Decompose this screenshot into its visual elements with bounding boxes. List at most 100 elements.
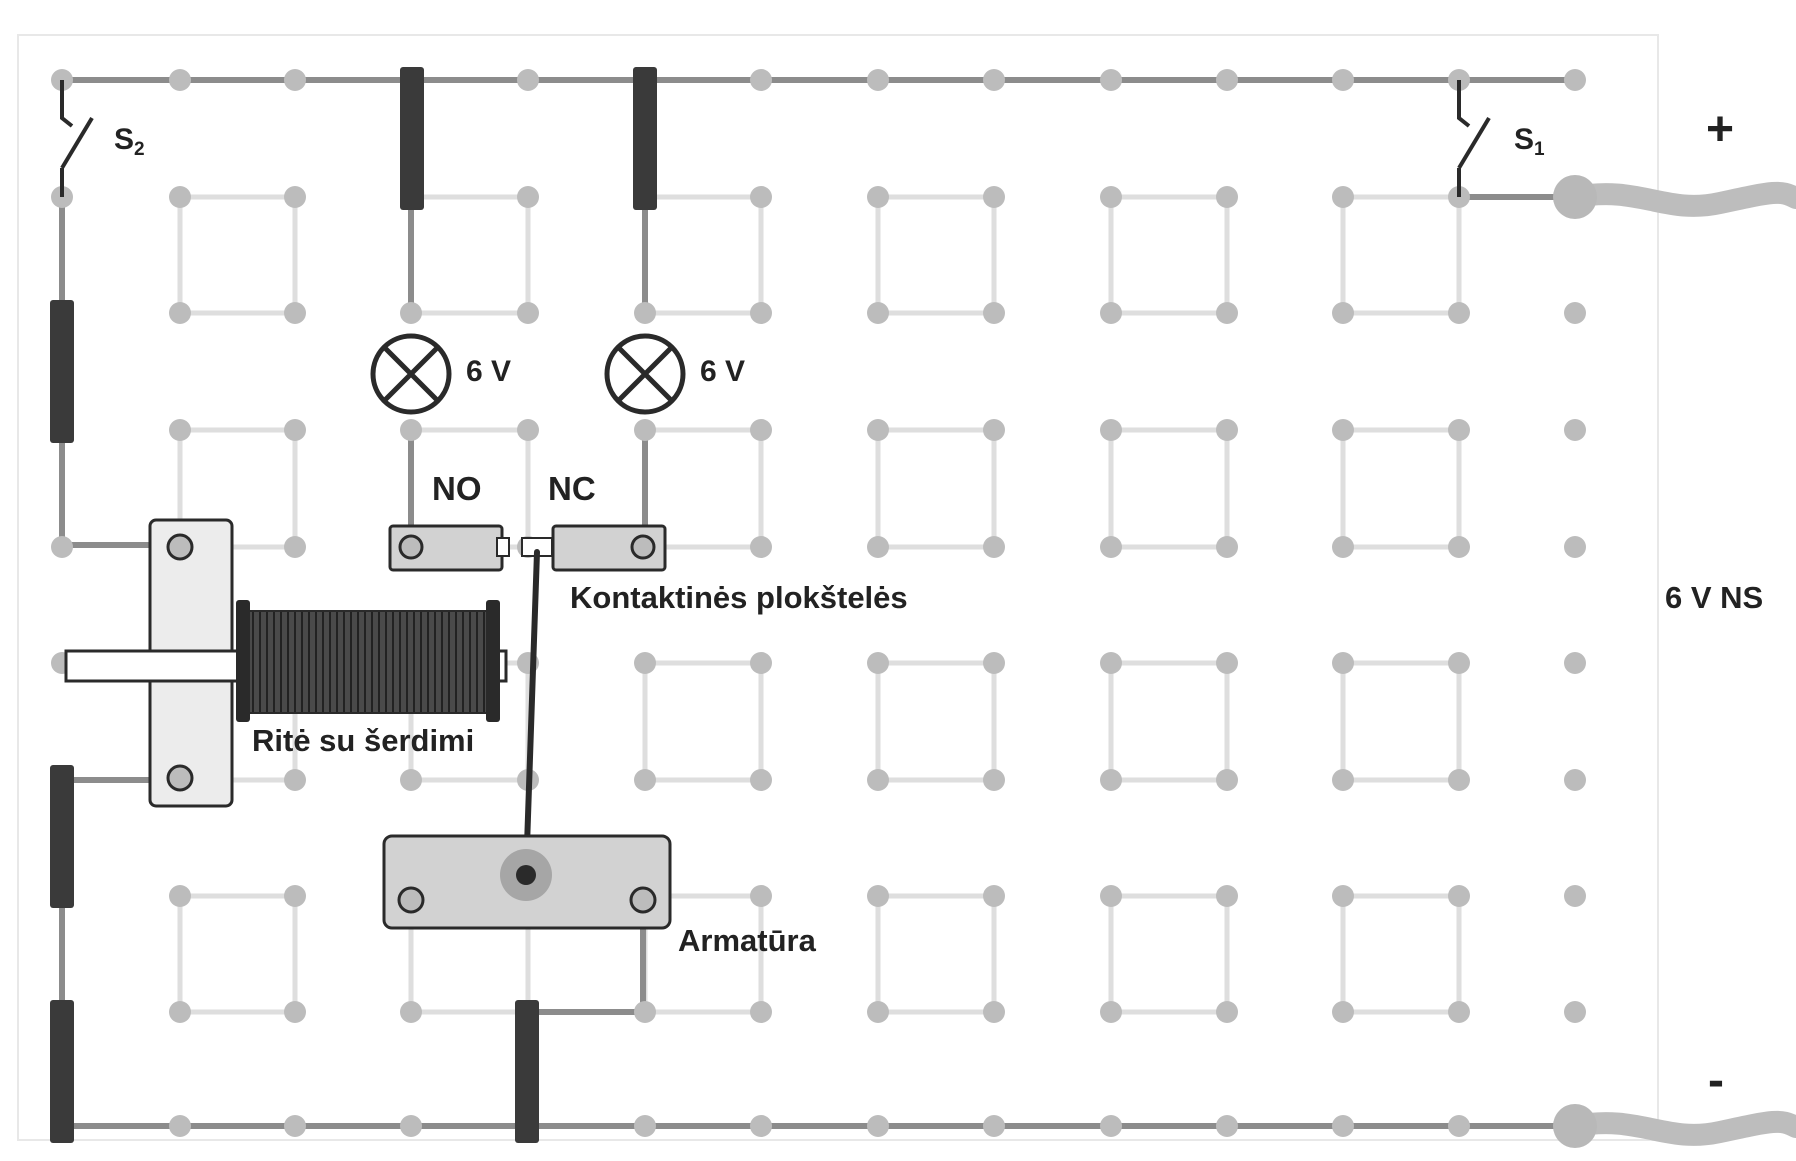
grid-socket[interactable]	[750, 69, 772, 91]
grid-socket[interactable]	[1100, 885, 1122, 907]
switch-s2[interactable]	[60, 80, 94, 197]
grid-socket[interactable]	[634, 1001, 656, 1023]
grid-socket[interactable]	[169, 1001, 191, 1023]
grid-socket[interactable]	[983, 419, 1005, 441]
grid-socket[interactable]	[1448, 652, 1470, 674]
grid-socket[interactable]	[1216, 69, 1238, 91]
grid-socket[interactable]	[1564, 885, 1586, 907]
grid-socket[interactable]	[1100, 69, 1122, 91]
grid-socket[interactable]	[1448, 1001, 1470, 1023]
grid-socket[interactable]	[1216, 536, 1238, 558]
grid-socket[interactable]	[1448, 302, 1470, 324]
grid-socket[interactable]	[1100, 769, 1122, 791]
grid-socket[interactable]	[1332, 885, 1354, 907]
grid-socket[interactable]	[1448, 769, 1470, 791]
grid-socket[interactable]	[983, 885, 1005, 907]
grid-socket[interactable]	[750, 1115, 772, 1137]
grid-socket[interactable]	[1448, 536, 1470, 558]
grid-socket[interactable]	[867, 302, 889, 324]
grid-socket[interactable]	[867, 769, 889, 791]
grid-socket[interactable]	[983, 186, 1005, 208]
grid-socket[interactable]	[517, 69, 539, 91]
grid-socket[interactable]	[1216, 419, 1238, 441]
grid-socket[interactable]	[284, 419, 306, 441]
grid-socket[interactable]	[1100, 1001, 1122, 1023]
grid-socket[interactable]	[750, 885, 772, 907]
grid-socket[interactable]	[1332, 186, 1354, 208]
grid-socket[interactable]	[867, 652, 889, 674]
grid-socket[interactable]	[867, 536, 889, 558]
grid-socket[interactable]	[1216, 302, 1238, 324]
grid-socket[interactable]	[1100, 186, 1122, 208]
grid-socket[interactable]	[1100, 536, 1122, 558]
grid-socket[interactable]	[400, 302, 422, 324]
grid-socket[interactable]	[284, 885, 306, 907]
grid-socket[interactable]	[1100, 302, 1122, 324]
grid-socket[interactable]	[750, 536, 772, 558]
switch-s1[interactable]	[1457, 80, 1491, 197]
grid-socket[interactable]	[867, 419, 889, 441]
grid-socket[interactable]	[983, 769, 1005, 791]
grid-socket[interactable]	[867, 1115, 889, 1137]
grid-socket[interactable]	[634, 652, 656, 674]
grid-socket[interactable]	[750, 652, 772, 674]
grid-socket[interactable]	[1332, 1001, 1354, 1023]
grid-socket[interactable]	[1216, 1115, 1238, 1137]
grid-socket[interactable]	[1216, 769, 1238, 791]
grid-socket[interactable]	[750, 769, 772, 791]
grid-socket[interactable]	[169, 186, 191, 208]
grid-socket[interactable]	[1332, 69, 1354, 91]
grid-socket[interactable]	[284, 1115, 306, 1137]
grid-socket[interactable]	[750, 419, 772, 441]
grid-socket[interactable]	[1216, 1001, 1238, 1023]
grid-socket[interactable]	[750, 186, 772, 208]
grid-socket[interactable]	[1564, 69, 1586, 91]
grid-socket[interactable]	[1332, 769, 1354, 791]
grid-socket[interactable]	[1564, 536, 1586, 558]
grid-socket[interactable]	[1564, 419, 1586, 441]
grid-socket[interactable]	[1332, 1115, 1354, 1137]
grid-socket[interactable]	[750, 302, 772, 324]
grid-socket[interactable]	[400, 419, 422, 441]
grid-socket[interactable]	[51, 536, 73, 558]
grid-socket[interactable]	[1100, 652, 1122, 674]
grid-socket[interactable]	[1332, 536, 1354, 558]
grid-socket[interactable]	[634, 769, 656, 791]
grid-socket[interactable]	[284, 186, 306, 208]
grid-socket[interactable]	[517, 302, 539, 324]
grid-socket[interactable]	[1332, 302, 1354, 324]
grid-socket[interactable]	[634, 1115, 656, 1137]
grid-socket[interactable]	[284, 1001, 306, 1023]
grid-socket[interactable]	[1564, 302, 1586, 324]
grid-socket[interactable]	[1216, 186, 1238, 208]
grid-socket[interactable]	[169, 69, 191, 91]
grid-socket[interactable]	[1448, 885, 1470, 907]
grid-socket[interactable]	[1332, 419, 1354, 441]
grid-socket[interactable]	[1216, 652, 1238, 674]
grid-socket[interactable]	[1564, 652, 1586, 674]
grid-socket[interactable]	[634, 302, 656, 324]
grid-socket[interactable]	[169, 885, 191, 907]
grid-socket[interactable]	[983, 1115, 1005, 1137]
grid-socket[interactable]	[517, 419, 539, 441]
grid-socket[interactable]	[1100, 1115, 1122, 1137]
grid-socket[interactable]	[750, 1001, 772, 1023]
grid-socket[interactable]	[867, 69, 889, 91]
grid-socket[interactable]	[169, 302, 191, 324]
grid-socket[interactable]	[169, 419, 191, 441]
grid-socket[interactable]	[517, 186, 539, 208]
grid-socket[interactable]	[634, 419, 656, 441]
grid-socket[interactable]	[284, 69, 306, 91]
grid-socket[interactable]	[1564, 1001, 1586, 1023]
grid-socket[interactable]	[284, 536, 306, 558]
grid-socket[interactable]	[1100, 419, 1122, 441]
grid-socket[interactable]	[284, 769, 306, 791]
grid-socket[interactable]	[983, 1001, 1005, 1023]
grid-socket[interactable]	[1448, 419, 1470, 441]
grid-socket[interactable]	[400, 1115, 422, 1137]
grid-socket[interactable]	[867, 885, 889, 907]
grid-socket[interactable]	[1448, 1115, 1470, 1137]
grid-socket[interactable]	[867, 1001, 889, 1023]
grid-socket[interactable]	[400, 1001, 422, 1023]
grid-socket[interactable]	[867, 186, 889, 208]
